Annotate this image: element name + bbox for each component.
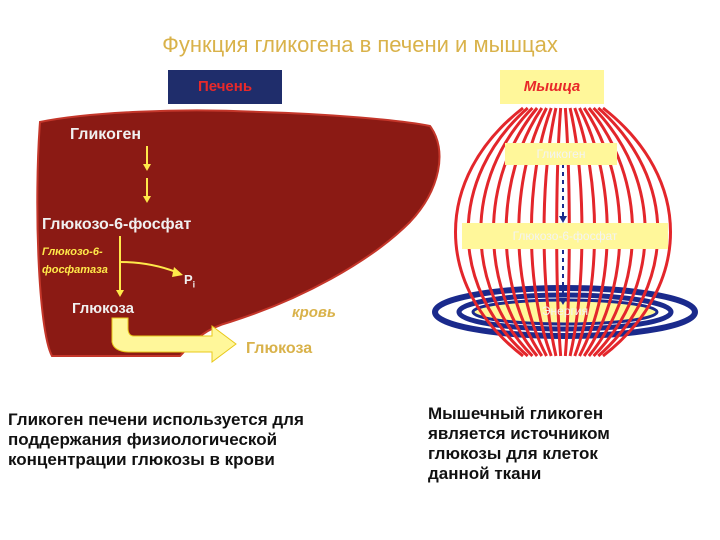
arrow-glycogen-head-1 xyxy=(143,164,151,171)
liver-enzyme-label-2: фосфатаза xyxy=(42,264,108,276)
pi-subscript: i xyxy=(192,279,196,290)
blood-arrow xyxy=(111,317,237,363)
energy-ring-outer xyxy=(432,285,698,339)
liver-caption-line-2: поддержания физиологической xyxy=(8,430,278,449)
muscle-caption-line-1: Мышечный гликоген xyxy=(428,404,604,423)
arrow-pi-head xyxy=(172,267,183,277)
muscle-energy-label: Энергия xyxy=(541,304,589,318)
arrow-g6p-head xyxy=(116,290,124,297)
liver-g6p-label: Глюкозо-6-фосфат xyxy=(42,216,192,233)
liver-badge: Печень xyxy=(168,70,282,104)
liver-glycogen-label: Гликоген xyxy=(70,126,142,143)
muscle-badge: Мышца xyxy=(500,70,604,104)
muscle-fiber xyxy=(454,106,524,358)
liver-enzyme-label-1: Глюкозо-6- xyxy=(42,246,103,258)
muscle-g6p-box: Глюкозо-6-фосфат xyxy=(462,223,668,249)
muscle-caption: Мышечный гликоген является источником гл… xyxy=(428,404,610,484)
energy-ring-mid xyxy=(456,292,674,332)
liver-pi-label: Pi xyxy=(184,272,195,290)
pi-symbol: P xyxy=(184,272,193,287)
liver-shape xyxy=(36,109,441,357)
muscle-arrow-1-head xyxy=(559,216,567,223)
arrow-glycogen-head-2 xyxy=(143,196,151,203)
liver-caption-line-1: Гликоген печени используется для xyxy=(8,410,304,429)
liver-caption: Гликоген печени используется для поддерж… xyxy=(8,410,304,470)
blood-glucose-label: Глюкоза xyxy=(246,340,313,357)
blood-label: кровь xyxy=(292,304,336,321)
arrow-pi xyxy=(119,261,177,273)
muscle-fiber xyxy=(602,106,672,358)
liver-caption-line-3: концентрации глюкозы в крови xyxy=(8,450,275,469)
muscle-caption-line-3: глюкозы для клеток xyxy=(428,444,598,463)
muscle-caption-line-4: данной ткани xyxy=(428,464,542,483)
liver-glucose-label: Глюкоза xyxy=(72,300,134,317)
muscle-caption-line-2: является источником xyxy=(428,424,610,443)
page-title: Функция гликогена в печени и мышцах xyxy=(162,32,558,57)
muscle-arrow-2-head xyxy=(559,298,567,305)
muscle-glycogen-box: Гликоген xyxy=(505,143,617,165)
